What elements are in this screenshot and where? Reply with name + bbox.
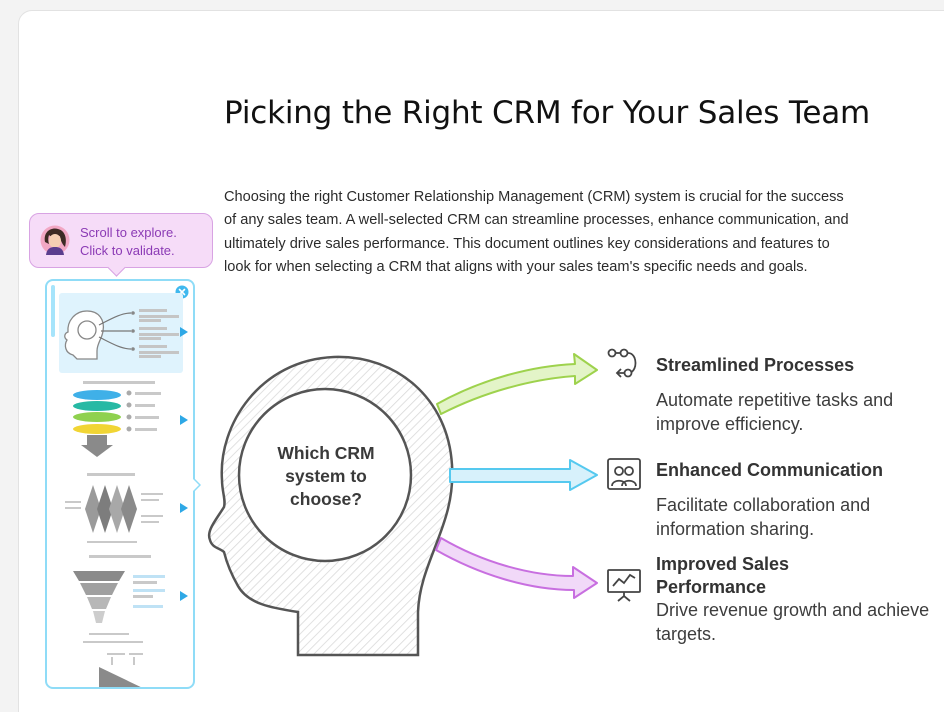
- panel-notch-icon: [193, 478, 201, 492]
- arrow-streamlined-icon: [436, 353, 598, 415]
- head-thumbnail-icon: [64, 309, 179, 360]
- tooltip-line-1: Scroll to explore.: [80, 225, 177, 240]
- item-desc-communication: Facilitate collaboration and information…: [656, 495, 871, 539]
- layer-stack-thumbnail-icon: [73, 381, 161, 457]
- item-title-performance: Improved Sales Performance: [656, 554, 790, 597]
- arrow-communication-icon: [449, 459, 598, 491]
- thumbnail-layer-stack[interactable]: [59, 379, 183, 461]
- thumbnail-diamond-sequence[interactable]: [59, 471, 183, 547]
- scroll-tooltip: Scroll to explore. Click to validate.: [29, 213, 213, 268]
- thumbnail-arrow-icon: [180, 327, 188, 337]
- center-question: Which CRM system to choose?: [277, 443, 375, 509]
- arrow-performance-icon: [435, 537, 598, 599]
- thumbnail-ramp[interactable]: [59, 653, 183, 687]
- thought-circle: [237, 387, 413, 563]
- thumbnail-arrow-icon: [180, 591, 188, 601]
- chart-board-icon: [607, 569, 641, 602]
- thumbnail-funnel[interactable]: [59, 553, 183, 649]
- people-icon: [607, 458, 641, 490]
- page-title: Picking the Right CRM for Your Sales Tea…: [224, 95, 871, 131]
- crm-head-diagram: [207, 353, 598, 657]
- thumbnail-arrow-icon: [180, 503, 188, 513]
- tooltip-line-2: Click to validate.: [80, 243, 175, 258]
- ramp-thumbnail-icon: [99, 653, 143, 687]
- item-desc-performance: Drive revenue growth and achieve targets…: [656, 600, 930, 644]
- thumbnail-panel[interactable]: [45, 279, 195, 689]
- thumbnail-arrow-icon: [180, 415, 188, 425]
- flow-icon: [607, 348, 637, 378]
- thumbnail-head-diagram[interactable]: [59, 293, 183, 373]
- item-title-streamlined: Streamlined Processes: [656, 355, 855, 375]
- item-title-communication: Enhanced Communication: [656, 460, 884, 480]
- avatar-icon: [40, 225, 70, 255]
- diamond-sequence-thumbnail-icon: [65, 473, 163, 543]
- item-desc-streamlined: Automate repetitive tasks and improve ef…: [656, 390, 894, 434]
- panel-scrollbar[interactable]: [51, 285, 55, 337]
- funnel-thumbnail-icon: [73, 555, 165, 643]
- intro-paragraph: Choosing the right Customer Relationship…: [224, 189, 849, 276]
